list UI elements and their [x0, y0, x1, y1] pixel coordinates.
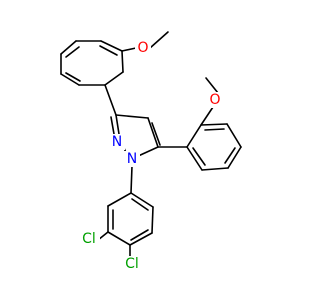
bond: [186, 124, 202, 148]
bond: [60, 73, 80, 86]
bond: [147, 117, 159, 148]
bond-inner: [130, 229, 149, 241]
bond: [121, 50, 124, 73]
bond-inner: [224, 147, 236, 164]
chlorine-atom-label: Cl: [125, 256, 139, 272]
bond: [104, 71, 124, 86]
bond-inner: [99, 45, 118, 56]
bond: [60, 40, 77, 55]
bond-inner: [65, 72, 81, 82]
bond: [130, 192, 154, 208]
molecule-canvas: O O N N Cl Cl: [60, 31, 242, 272]
bond: [121, 47, 137, 52]
oxygen-atom-label: O: [137, 40, 148, 56]
bond: [200, 123, 228, 126]
bond: [129, 232, 153, 246]
nitrogen-atom-label: N: [112, 134, 122, 150]
bond: [115, 114, 149, 119]
atom-label-layer: O O N N Cl Cl: [76, 40, 223, 272]
bond: [100, 40, 123, 52]
bond: [201, 167, 229, 171]
bond: [107, 231, 131, 246]
bond-inner: [192, 147, 206, 166]
bond: [186, 146, 203, 171]
bond-inner: [131, 198, 149, 211]
bond: [130, 165, 133, 194]
bond: [227, 146, 242, 169]
bond-inner: [204, 128, 225, 131]
nitrogen-atom-label: N: [127, 151, 137, 167]
bond: [110, 116, 115, 135]
bond-inner: [65, 46, 80, 58]
chlorine-atom-label: Cl: [82, 231, 96, 247]
bond: [205, 77, 219, 94]
bond: [149, 31, 169, 49]
bond: [151, 122, 161, 146]
bond: [226, 123, 242, 148]
bond: [107, 192, 132, 207]
molecule-structure-diagram: O O N N Cl Cl: [60, 31, 242, 272]
bond: [104, 84, 117, 116]
bond: [115, 114, 120, 135]
bond: [151, 206, 154, 234]
bond: [200, 106, 214, 126]
bond-layer: [60, 31, 242, 261]
oxygen-atom-label: O: [209, 92, 220, 108]
